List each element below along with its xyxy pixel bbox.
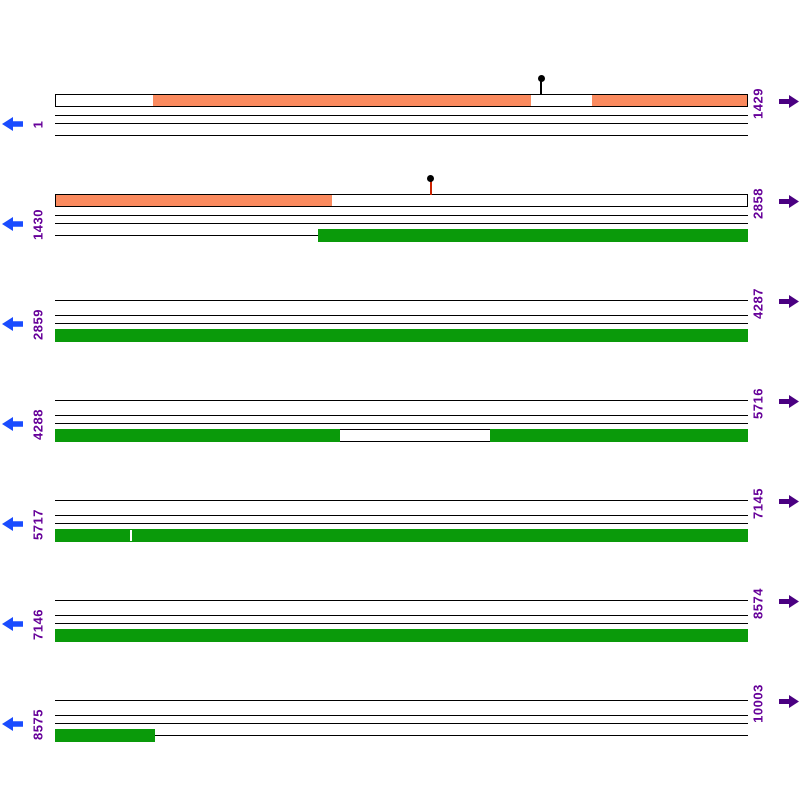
ruler-line xyxy=(55,115,748,116)
right-arrow-glyph xyxy=(779,495,799,508)
ruler-line xyxy=(55,223,748,224)
green-feature-segment xyxy=(55,429,340,442)
green-feature-segment xyxy=(318,229,748,242)
right-arrow-icon xyxy=(779,694,799,709)
green-gap-tick xyxy=(129,530,132,541)
feature-track-box xyxy=(55,194,748,207)
right-arrow-glyph xyxy=(779,95,799,108)
left-arrow-icon xyxy=(2,516,24,532)
sequence-row: 4288 5716 xyxy=(0,388,800,488)
row-end-label: 8574 xyxy=(750,588,766,619)
ruler-line xyxy=(55,123,748,124)
sequence-row: 8575 10003 xyxy=(0,684,800,788)
ruler-line xyxy=(55,523,748,524)
right-arrow-glyph xyxy=(779,695,799,708)
orange-feature-segment xyxy=(152,95,532,106)
green-feature-segment xyxy=(55,329,748,342)
marker-pin-head xyxy=(537,75,545,82)
left-arrow-icon xyxy=(2,316,24,332)
row-plot xyxy=(55,688,748,788)
ruler-line xyxy=(55,715,748,716)
orange-feature-segment xyxy=(591,95,747,106)
green-feature-segment xyxy=(55,629,748,642)
left-arrow-icon xyxy=(2,116,24,132)
feature-track-line xyxy=(55,400,748,401)
ruler-line xyxy=(55,315,748,316)
sequence-row: 5717 7145 xyxy=(0,488,800,588)
right-arrow-icon xyxy=(779,94,799,109)
row-plot xyxy=(55,488,748,588)
ruler-line xyxy=(55,723,748,724)
row-plot xyxy=(55,175,748,288)
left-arrow-glyph xyxy=(2,617,23,631)
green-track-line xyxy=(55,135,748,136)
ruler-line xyxy=(55,623,748,624)
left-arrow-glyph xyxy=(2,217,23,231)
left-arrow-glyph xyxy=(2,117,23,131)
right-arrow-icon xyxy=(779,594,799,609)
green-feature-segment xyxy=(55,529,748,542)
left-arrow-icon xyxy=(2,216,24,232)
ruler-line xyxy=(55,515,748,516)
green-feature-segment xyxy=(490,429,748,442)
feature-track-line xyxy=(55,500,748,501)
feature-track-line xyxy=(55,600,748,601)
left-arrow-icon xyxy=(2,716,24,732)
ruler-line xyxy=(55,423,748,424)
sequence-row: 2859 4287 xyxy=(0,288,800,388)
row-start-label: 5717 xyxy=(30,509,46,540)
ruler-line xyxy=(55,215,748,216)
left-arrow-glyph xyxy=(2,317,23,331)
right-arrow-icon xyxy=(779,294,799,309)
right-arrow-icon xyxy=(779,194,799,209)
right-arrow-icon xyxy=(779,394,799,409)
left-arrow-glyph xyxy=(2,417,23,431)
row-end-label: 10003 xyxy=(750,684,766,723)
row-end-label: 2858 xyxy=(750,188,766,219)
row-plot xyxy=(55,588,748,688)
row-start-label: 1430 xyxy=(30,209,46,240)
orange-feature-segment xyxy=(56,195,333,206)
green-feature-segment xyxy=(55,729,155,742)
row-plot xyxy=(55,288,748,388)
row-plot xyxy=(55,388,748,488)
marker-pin-stick xyxy=(540,79,543,95)
feature-track-box xyxy=(55,94,748,107)
right-arrow-icon xyxy=(779,494,799,509)
ruler-line xyxy=(55,323,748,324)
marker-pin-stick xyxy=(429,179,432,195)
row-end-label: 5716 xyxy=(750,388,766,419)
green-track-line xyxy=(55,735,748,736)
right-arrow-glyph xyxy=(779,295,799,308)
left-arrow-glyph xyxy=(2,717,23,731)
marker-pin-head xyxy=(427,175,435,182)
ruler-line xyxy=(55,615,748,616)
left-arrow-icon xyxy=(2,416,24,432)
left-arrow-glyph xyxy=(2,517,23,531)
right-arrow-glyph xyxy=(779,395,799,408)
row-end-label: 7145 xyxy=(750,488,766,519)
left-arrow-icon xyxy=(2,616,24,632)
ruler-line xyxy=(55,415,748,416)
row-start-label: 8575 xyxy=(30,709,46,740)
row-plot xyxy=(55,75,748,188)
row-end-label: 4287 xyxy=(750,288,766,319)
sequence-row: 1 1429 xyxy=(0,75,800,188)
row-start-label: 7146 xyxy=(30,609,46,640)
row-start-label: 2859 xyxy=(30,309,46,340)
row-start-label: 4288 xyxy=(30,409,46,440)
feature-track-line xyxy=(55,300,748,301)
sequence-row: 7146 8574 xyxy=(0,588,800,688)
right-arrow-glyph xyxy=(779,595,799,608)
feature-track-line xyxy=(55,700,748,701)
right-arrow-glyph xyxy=(779,195,799,208)
sequence-row: 1430 2858 xyxy=(0,175,800,288)
row-end-label: 1429 xyxy=(750,88,766,119)
row-start-label: 1 xyxy=(30,120,46,129)
